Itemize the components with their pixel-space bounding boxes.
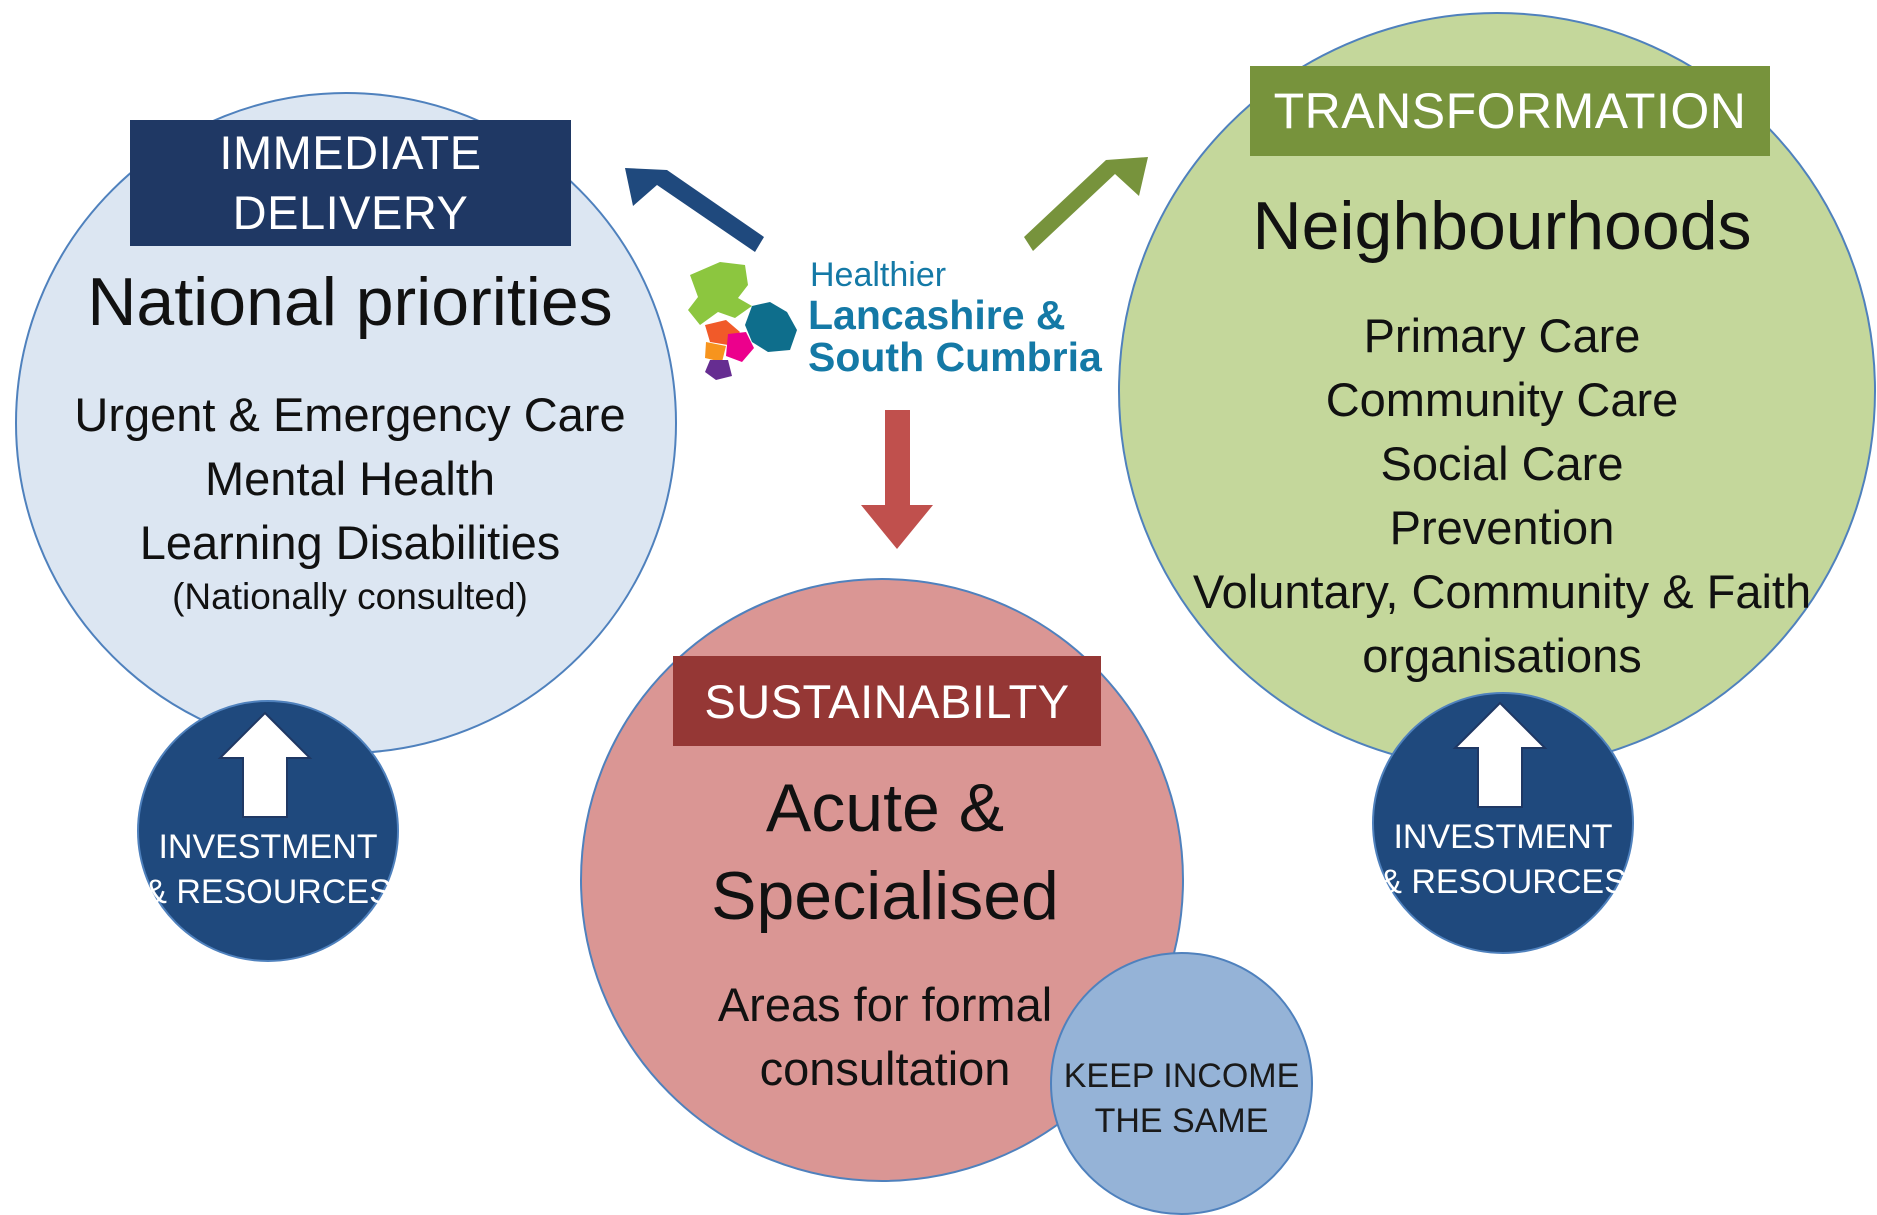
investment-label-left: INVESTMENT & RESOURCES (137, 825, 399, 915)
keep-income-circle (1050, 952, 1313, 1215)
transformation-title: Neighbourhoods (1252, 188, 1752, 264)
transformation-banner-label: TRANSFORMATION (1273, 83, 1747, 139)
logo-line-1: Healthier (810, 256, 947, 294)
investment-left-line-1: INVESTMENT (158, 828, 378, 866)
sustainability-item-line-2: consultation (759, 1042, 1011, 1095)
sustainability-banner-label: SUSTAINABILTY (704, 674, 1070, 728)
logo-line-2: Lancashire & (808, 292, 1066, 338)
arrow-to-sustainability (861, 410, 933, 549)
immediate-note: (Nationally consulted) (172, 576, 528, 617)
arrow-to-immediate (625, 168, 764, 252)
transformation-item-primary-care: Primary Care (1363, 309, 1641, 362)
transformation-items: Primary Care Community Care Social Care … (1130, 304, 1874, 688)
immediate-banner-line-1: IMMEDIATE (219, 126, 482, 179)
sustainability-title-line-1: Acute & (765, 770, 1005, 846)
sustainability-title: Acute & Specialised (585, 764, 1185, 940)
investment-right-line-2: & RESOURCES (1379, 863, 1627, 901)
investment-label-right: INVESTMENT & RESOURCES (1372, 815, 1634, 905)
transformation-banner: TRANSFORMATION (1250, 66, 1770, 156)
keep-income-line-1: KEEP INCOME (1063, 1057, 1300, 1095)
immediate-banner-line-2: DELIVERY (232, 186, 469, 239)
investment-right-line-1: INVESTMENT (1393, 818, 1613, 856)
transformation-item-organisations: organisations (1362, 629, 1642, 682)
transformation-item-social-care: Social Care (1380, 437, 1624, 490)
logo-line-3: South Cumbria (808, 334, 1102, 380)
sustainability-items: Areas for formal consultation (585, 973, 1185, 1101)
immediate-items: Urgent & Emergency Care Mental Health Le… (20, 383, 680, 575)
logo-text: Healthier Lancashire & South Cumbria (808, 256, 1108, 378)
sustainability-banner: SUSTAINABILTY (673, 656, 1101, 746)
investment-left-line-2: & RESOURCES (144, 873, 392, 911)
immediate-item-urgent-care: Urgent & Emergency Care (74, 388, 626, 441)
sustainability-title-line-2: Specialised (711, 858, 1059, 934)
keep-income-line-2: THE SAME (1094, 1102, 1269, 1140)
immediate-item-mental-health: Mental Health (205, 452, 495, 505)
immediate-item-learning-disabilities: Learning Disabilities (139, 516, 561, 569)
transformation-item-voluntary: Voluntary, Community & Faith (1192, 565, 1812, 618)
transformation-item-prevention: Prevention (1389, 501, 1615, 554)
immediate-title: National priorities (87, 264, 613, 340)
immediate-delivery-banner: IMMEDIATE DELIVERY (130, 120, 571, 246)
sustainability-item-line-1: Areas for formal (717, 978, 1053, 1031)
transformation-item-community-care: Community Care (1325, 373, 1679, 426)
keep-income-label: KEEP INCOME THE SAME (1050, 1054, 1313, 1144)
